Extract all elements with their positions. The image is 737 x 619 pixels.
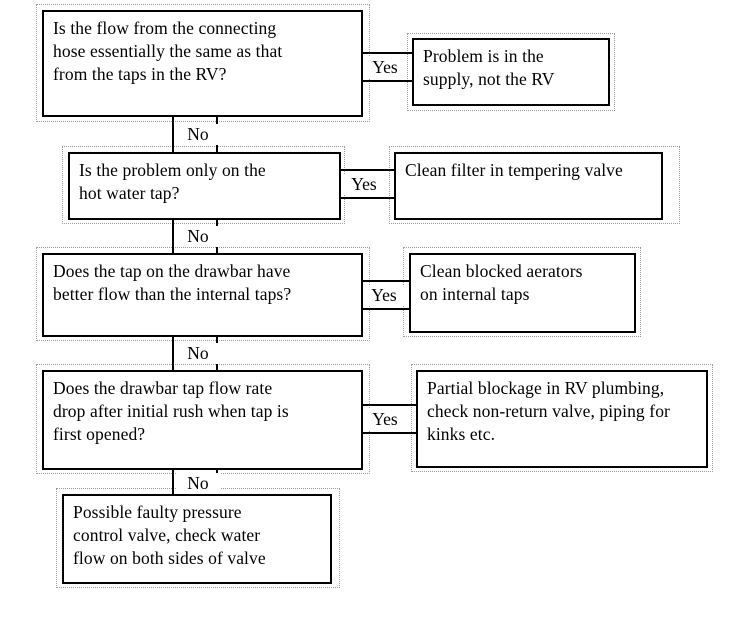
- edge-label-q3-q4: No: [176, 343, 220, 364]
- edge-q2-a2-line-top: [340, 169, 395, 171]
- edge-q4-a4-line-top: [362, 404, 417, 406]
- edge-q1-a1-line-top: [362, 52, 413, 54]
- edge-label-q4-a5: No: [176, 473, 220, 494]
- node-q3[interactable]: Does the tap on the drawbar have better …: [42, 253, 363, 337]
- edge-label-q3-a3: Yes: [363, 285, 405, 306]
- edge-q1-a1-line-bottom: [362, 80, 413, 82]
- edge-label-q1-q2: No: [176, 124, 220, 145]
- edge-label-q2-a2: Yes: [343, 174, 385, 195]
- node-q1[interactable]: Is the flow from the connecting hose ess…: [42, 10, 363, 117]
- edge-q3-a3-line-bottom: [362, 308, 410, 310]
- edge-q1-q2-line-left: [172, 117, 174, 153]
- edge-label-q2-q3: No: [176, 226, 220, 247]
- node-a3[interactable]: Clean blocked aerators on internal taps: [409, 253, 636, 333]
- edge-label-q4-a4: Yes: [364, 409, 406, 430]
- edge-q3-a3-line-top: [362, 280, 410, 282]
- node-q2[interactable]: Is the problem only on the hot water tap…: [68, 152, 341, 220]
- edge-q4-a5-line-left: [172, 470, 174, 496]
- node-a1[interactable]: Problem is in the supply, not the RV: [412, 38, 610, 106]
- edge-label-q1-a1: Yes: [364, 57, 406, 78]
- node-q4[interactable]: Does the drawbar tap flow rate drop afte…: [42, 370, 363, 470]
- edge-q4-a4-line-bottom: [362, 432, 417, 434]
- edge-q2-a2-line-bottom: [340, 197, 395, 199]
- node-a4[interactable]: Partial blockage in RV plumbing, check n…: [416, 370, 708, 468]
- edge-q3-q4-line-left: [172, 337, 174, 372]
- node-a2[interactable]: Clean filter in tempering valve: [394, 152, 663, 220]
- edge-q2-q3-line-left: [172, 220, 174, 254]
- node-a5[interactable]: Possible faulty pressure control valve, …: [62, 494, 332, 584]
